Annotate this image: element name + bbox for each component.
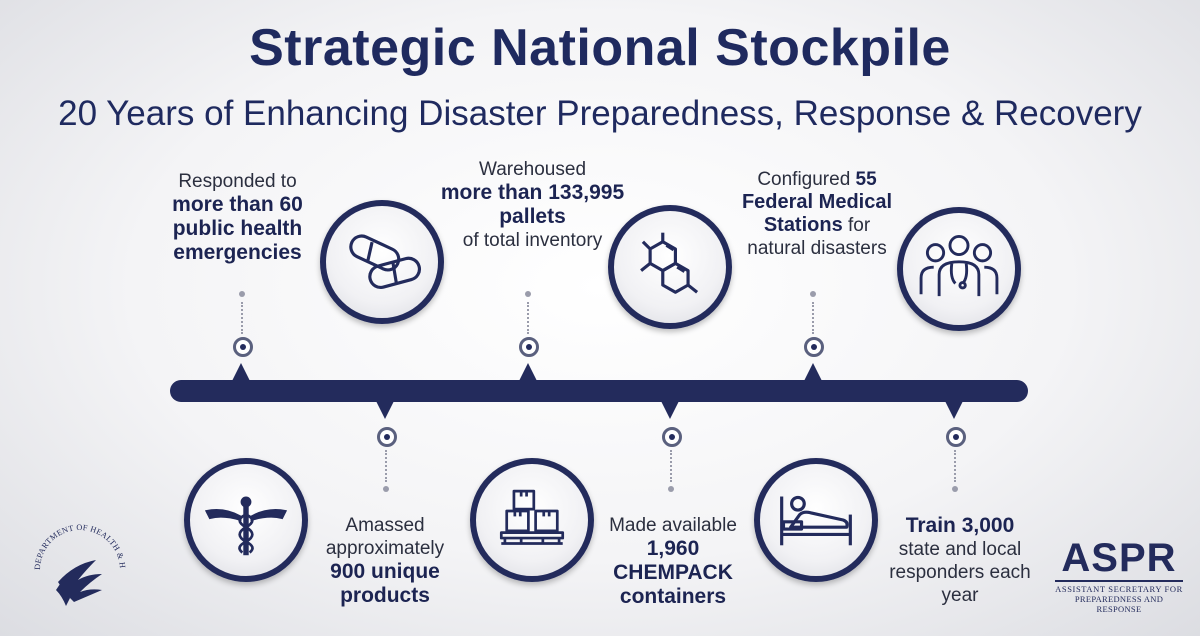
milestone-text-pallets: Warehoused more than 133,995 pallets of … <box>440 158 625 252</box>
timeline-marker <box>519 337 539 357</box>
timeline-marker <box>662 427 682 447</box>
milestone-bold-text: 55 <box>855 169 877 190</box>
milestone-bold-text: more than 60 public health emergencies <box>172 193 303 264</box>
milestone-bold-text: more than 133,995 pallets <box>440 181 625 228</box>
hhs-eagle-icon: DEPARTMENT OF HEALTH & HUMAN SERVICES · … <box>26 513 127 606</box>
connector-dot <box>668 486 674 492</box>
connector-dot <box>383 486 389 492</box>
connector-dot <box>239 291 245 297</box>
connector-line <box>670 450 674 482</box>
milestone-text-line: for <box>848 215 871 236</box>
milestone-text-line: Configured <box>757 169 851 190</box>
milestone-text-training: Train 3,000 state and local responders e… <box>880 514 1040 607</box>
pointer-down-2 <box>661 401 679 419</box>
connector-line <box>812 302 816 334</box>
page-subtitle: 20 Years of Enhancing Disaster Preparedn… <box>58 94 1142 133</box>
milestone-text-line: of total inventory <box>462 230 603 251</box>
caduceus-icon <box>184 458 308 582</box>
pointer-up-2 <box>519 363 537 381</box>
connector-line <box>385 450 389 482</box>
milestone-text-line: natural disasters <box>747 238 887 259</box>
timeline-marker <box>233 337 253 357</box>
connector-line <box>954 450 958 482</box>
aspr-tagline-2: PREPAREDNESS AND RESPONSE <box>1074 594 1164 614</box>
pointer-down-1 <box>376 401 394 419</box>
milestone-text-line: Responded to <box>178 171 297 192</box>
pills-icon <box>320 200 444 324</box>
milestone-text-fms: Configured 55 Federal Medical Stations f… <box>722 168 912 260</box>
milestone-text-products: Amassed approximately 900 unique product… <box>320 514 450 608</box>
connector-dot <box>952 486 958 492</box>
timeline-marker <box>377 427 397 447</box>
aspr-tagline-1: ASSISTANT SECRETARY FOR <box>1055 584 1183 594</box>
milestone-bold-text: Train 3,000 <box>905 514 1015 537</box>
milestone-bold-text: Federal Medical Stations <box>741 191 893 236</box>
hhs-logo: DEPARTMENT OF HEALTH & HUMAN SERVICES · … <box>26 513 130 620</box>
timeline-marker <box>946 427 966 447</box>
timeline-marker <box>804 337 824 357</box>
connector-dot <box>810 291 816 297</box>
milestone-text-line: Amassed approximately <box>325 515 445 559</box>
timeline-bar <box>170 380 1028 402</box>
connector-line <box>527 302 531 334</box>
molecule-icon <box>608 205 732 329</box>
pointer-down-3 <box>945 401 963 419</box>
connector-dot <box>525 291 531 297</box>
pointer-up-3 <box>804 363 822 381</box>
pointer-up-1 <box>232 363 250 381</box>
svg-text:DEPARTMENT OF HEALTH & HUMAN S: DEPARTMENT OF HEALTH & HUMAN SERVICES · … <box>30 520 127 570</box>
milestone-text-line: Warehoused <box>478 159 587 180</box>
boxes-pallet-icon <box>470 458 594 582</box>
milestone-text-line: state and local responders each year <box>889 539 1031 606</box>
milestone-text-chempack: Made available 1,960 CHEMPACK containers <box>598 514 748 609</box>
milestone-bold-text: 1,960 CHEMPACK containers <box>613 537 733 608</box>
medical-staff-icon <box>897 207 1021 331</box>
milestone-text-emergencies: Responded to more than 60 public health … <box>150 170 325 265</box>
aspr-logo: ASPR ASSISTANT SECRETARY FOR PREPAREDNES… <box>1053 536 1185 614</box>
milestone-bold-text: 900 unique products <box>330 560 440 607</box>
connector-line <box>241 302 245 334</box>
aspr-wordmark: ASPR <box>1061 536 1177 580</box>
aspr-divider <box>1055 580 1183 582</box>
milestone-text-line: Made available <box>609 515 737 536</box>
hospital-bed-icon <box>754 458 878 582</box>
page-title: Strategic National Stockpile <box>249 19 951 77</box>
